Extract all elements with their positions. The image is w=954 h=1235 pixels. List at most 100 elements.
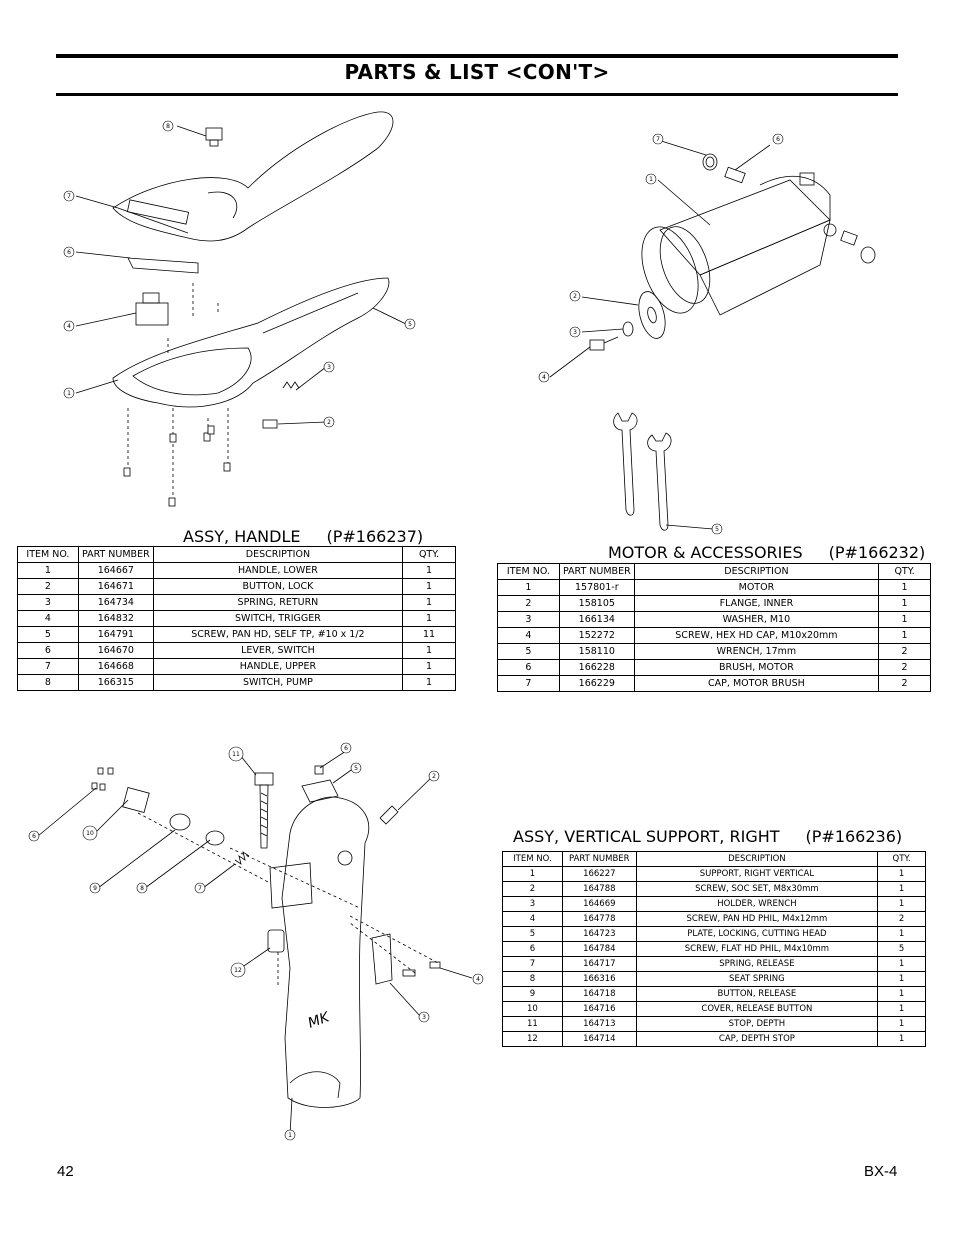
description: COVER, RELEASE BUTTON xyxy=(635,1001,879,1017)
motor-section-title: MOTOR & ACCESSORIES(P#166232) xyxy=(608,543,925,562)
part-number: 164791 xyxy=(77,626,154,643)
item-no: 6 xyxy=(17,642,79,659)
description: SWITCH, PUMP xyxy=(152,674,404,691)
description: HANDLE, UPPER xyxy=(152,658,404,675)
part-number: 166134 xyxy=(558,611,635,628)
item-no: 7 xyxy=(17,658,79,675)
part-number: 158110 xyxy=(558,643,635,660)
handle-callout-1: 1 xyxy=(67,390,71,397)
part-number: 164670 xyxy=(77,642,154,659)
item-no: 5 xyxy=(502,926,563,942)
part-number: 158105 xyxy=(558,595,635,612)
part-number: 164667 xyxy=(77,562,154,579)
motor-callout-1: 1 xyxy=(649,176,653,183)
part-number: 164714 xyxy=(561,1031,637,1047)
handle-section-title: ASSY, HANDLE(P#166237) xyxy=(183,527,423,546)
table-header-row: ITEM NO. PART NUMBER DESCRIPTION QTY. xyxy=(497,563,931,580)
qty: 1 xyxy=(402,594,456,611)
qty: 1 xyxy=(877,956,926,972)
qty: 2 xyxy=(878,659,931,676)
qty: 1 xyxy=(402,562,456,579)
item-no: 8 xyxy=(17,674,79,691)
description: MOTOR xyxy=(633,579,880,596)
header-item-no: ITEM NO. xyxy=(502,851,563,867)
item-no: 5 xyxy=(497,643,560,660)
description: BRUSH, MOTOR xyxy=(633,659,880,676)
qty: 1 xyxy=(402,642,456,659)
support-callout-5: 5 xyxy=(354,765,358,772)
item-no: 4 xyxy=(17,610,79,627)
page-number: 42 xyxy=(57,1163,74,1180)
qty: 2 xyxy=(877,911,926,927)
part-number: 164718 xyxy=(561,986,637,1002)
part-number: 164788 xyxy=(561,881,637,897)
support-callout-2: 2 xyxy=(432,773,436,780)
item-no: 7 xyxy=(497,675,560,692)
description: STOP, DEPTH xyxy=(635,1016,879,1032)
support-callout-3: 3 xyxy=(422,1014,426,1021)
description: HANDLE, LOWER xyxy=(152,562,404,579)
title-underline xyxy=(56,93,898,96)
part-number: 166315 xyxy=(77,674,154,691)
motor-callout-4: 4 xyxy=(542,374,546,381)
qty: 1 xyxy=(877,1016,926,1032)
part-number: 164832 xyxy=(77,610,154,627)
handle-diagram: 8 7 6 4 1 5 3 2 xyxy=(58,108,458,518)
part-number: 164668 xyxy=(77,658,154,675)
support-callout-6-top: 6 xyxy=(344,745,348,752)
support-part-number: (P#166236) xyxy=(805,827,903,846)
description: SCREW, PAN HD PHIL, M4x12mm xyxy=(635,911,879,927)
support-section-title: ASSY, VERTICAL SUPPORT, RIGHT (P#166236) xyxy=(513,827,902,846)
handle-callout-5: 5 xyxy=(408,321,412,328)
motor-callout-2: 2 xyxy=(573,293,577,300)
description: LEVER, SWITCH xyxy=(152,642,404,659)
page-title: PARTS & LIST <CON'T> xyxy=(344,60,610,84)
item-no: 1 xyxy=(497,579,560,596)
item-no: 11 xyxy=(502,1016,563,1032)
handle-callout-7: 7 xyxy=(67,193,71,200)
header-item-no: ITEM NO. xyxy=(497,563,560,580)
header-qty: QTY. xyxy=(878,563,931,580)
motor-callout-7: 7 xyxy=(656,136,660,143)
motor-callout-6: 6 xyxy=(776,136,780,143)
qty: 1 xyxy=(877,926,926,942)
header-part-number: PART NUMBER xyxy=(77,546,154,563)
handle-callout-6: 6 xyxy=(67,249,71,256)
vertical-support-diagram: MK xyxy=(20,738,490,1148)
header-qty: QTY. xyxy=(402,546,456,563)
motor-title: MOTOR & ACCESSORIES xyxy=(608,543,803,562)
header-part-number: PART NUMBER xyxy=(561,851,637,867)
qty: 1 xyxy=(877,881,926,897)
table-header-row: ITEM NO. PART NUMBER DESCRIPTION QTY. xyxy=(502,851,926,867)
qty: 1 xyxy=(402,658,456,675)
item-no: 4 xyxy=(502,911,563,927)
motor-callout-5: 5 xyxy=(715,526,719,533)
support-callout-10: 10 xyxy=(86,830,94,837)
item-no: 4 xyxy=(497,627,560,644)
mk-logo-text: MK xyxy=(306,1009,333,1032)
part-number: 166228 xyxy=(558,659,635,676)
model-label: BX-4 xyxy=(864,1163,898,1180)
support-title: ASSY, VERTICAL SUPPORT, RIGHT xyxy=(513,827,780,846)
part-number: 164717 xyxy=(561,956,637,972)
qty: 1 xyxy=(402,578,456,595)
description: SUPPORT, RIGHT VERTICAL xyxy=(635,866,879,882)
